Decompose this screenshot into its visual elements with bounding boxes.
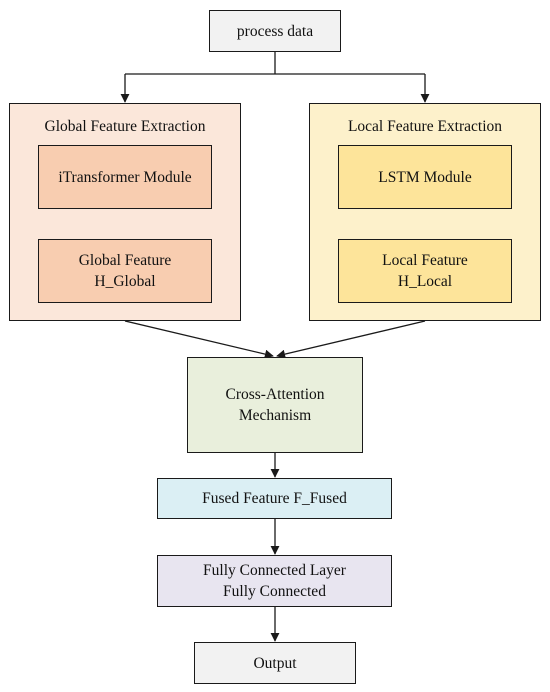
output-label: Output <box>253 654 297 672</box>
lstm-module-node: LSTM Module <box>338 145 512 209</box>
local-feature-node: Local Feature H_Local <box>338 239 512 303</box>
itransformer-module-node: iTransformer Module <box>38 145 212 209</box>
global-feature-node: Global Feature H_Global <box>38 239 212 303</box>
global-feature-line1: Global Feature <box>78 252 172 269</box>
local-feature-extraction-title: Local Feature Extraction <box>347 118 503 135</box>
global-feature-extraction-title: Global Feature Extraction <box>44 118 206 135</box>
edge-local-to-cross-attention <box>276 320 426 359</box>
cross-attention-line2: Mechanism <box>238 407 312 424</box>
edge-global-to-cross-attention <box>124 320 274 359</box>
local-feature-line2: H_Local <box>397 273 453 290</box>
fully-connected-line1: Fully Connected Layer <box>203 562 346 579</box>
fully-connected-node: Fully Connected Layer Fully Connected <box>157 555 392 607</box>
lstm-module-label: LSTM Module <box>378 168 472 186</box>
output-node: Output <box>194 642 356 684</box>
cross-attention-line1: Cross-Attention <box>225 386 325 403</box>
cross-attention-node: Cross-Attention Mechanism <box>187 357 363 453</box>
fused-feature-node: Fused Feature F_Fused <box>157 478 392 519</box>
process-data-node: process data <box>209 10 341 52</box>
global-feature-line2: H_Global <box>94 273 156 290</box>
process-data-label: process data <box>236 22 314 40</box>
fused-feature-label: Fused Feature F_Fused <box>202 490 347 507</box>
itransformer-module-label: iTransformer Module <box>58 168 192 186</box>
fully-connected-line2: Fully Connected <box>223 583 326 600</box>
local-feature-line1: Local Feature <box>382 252 468 269</box>
